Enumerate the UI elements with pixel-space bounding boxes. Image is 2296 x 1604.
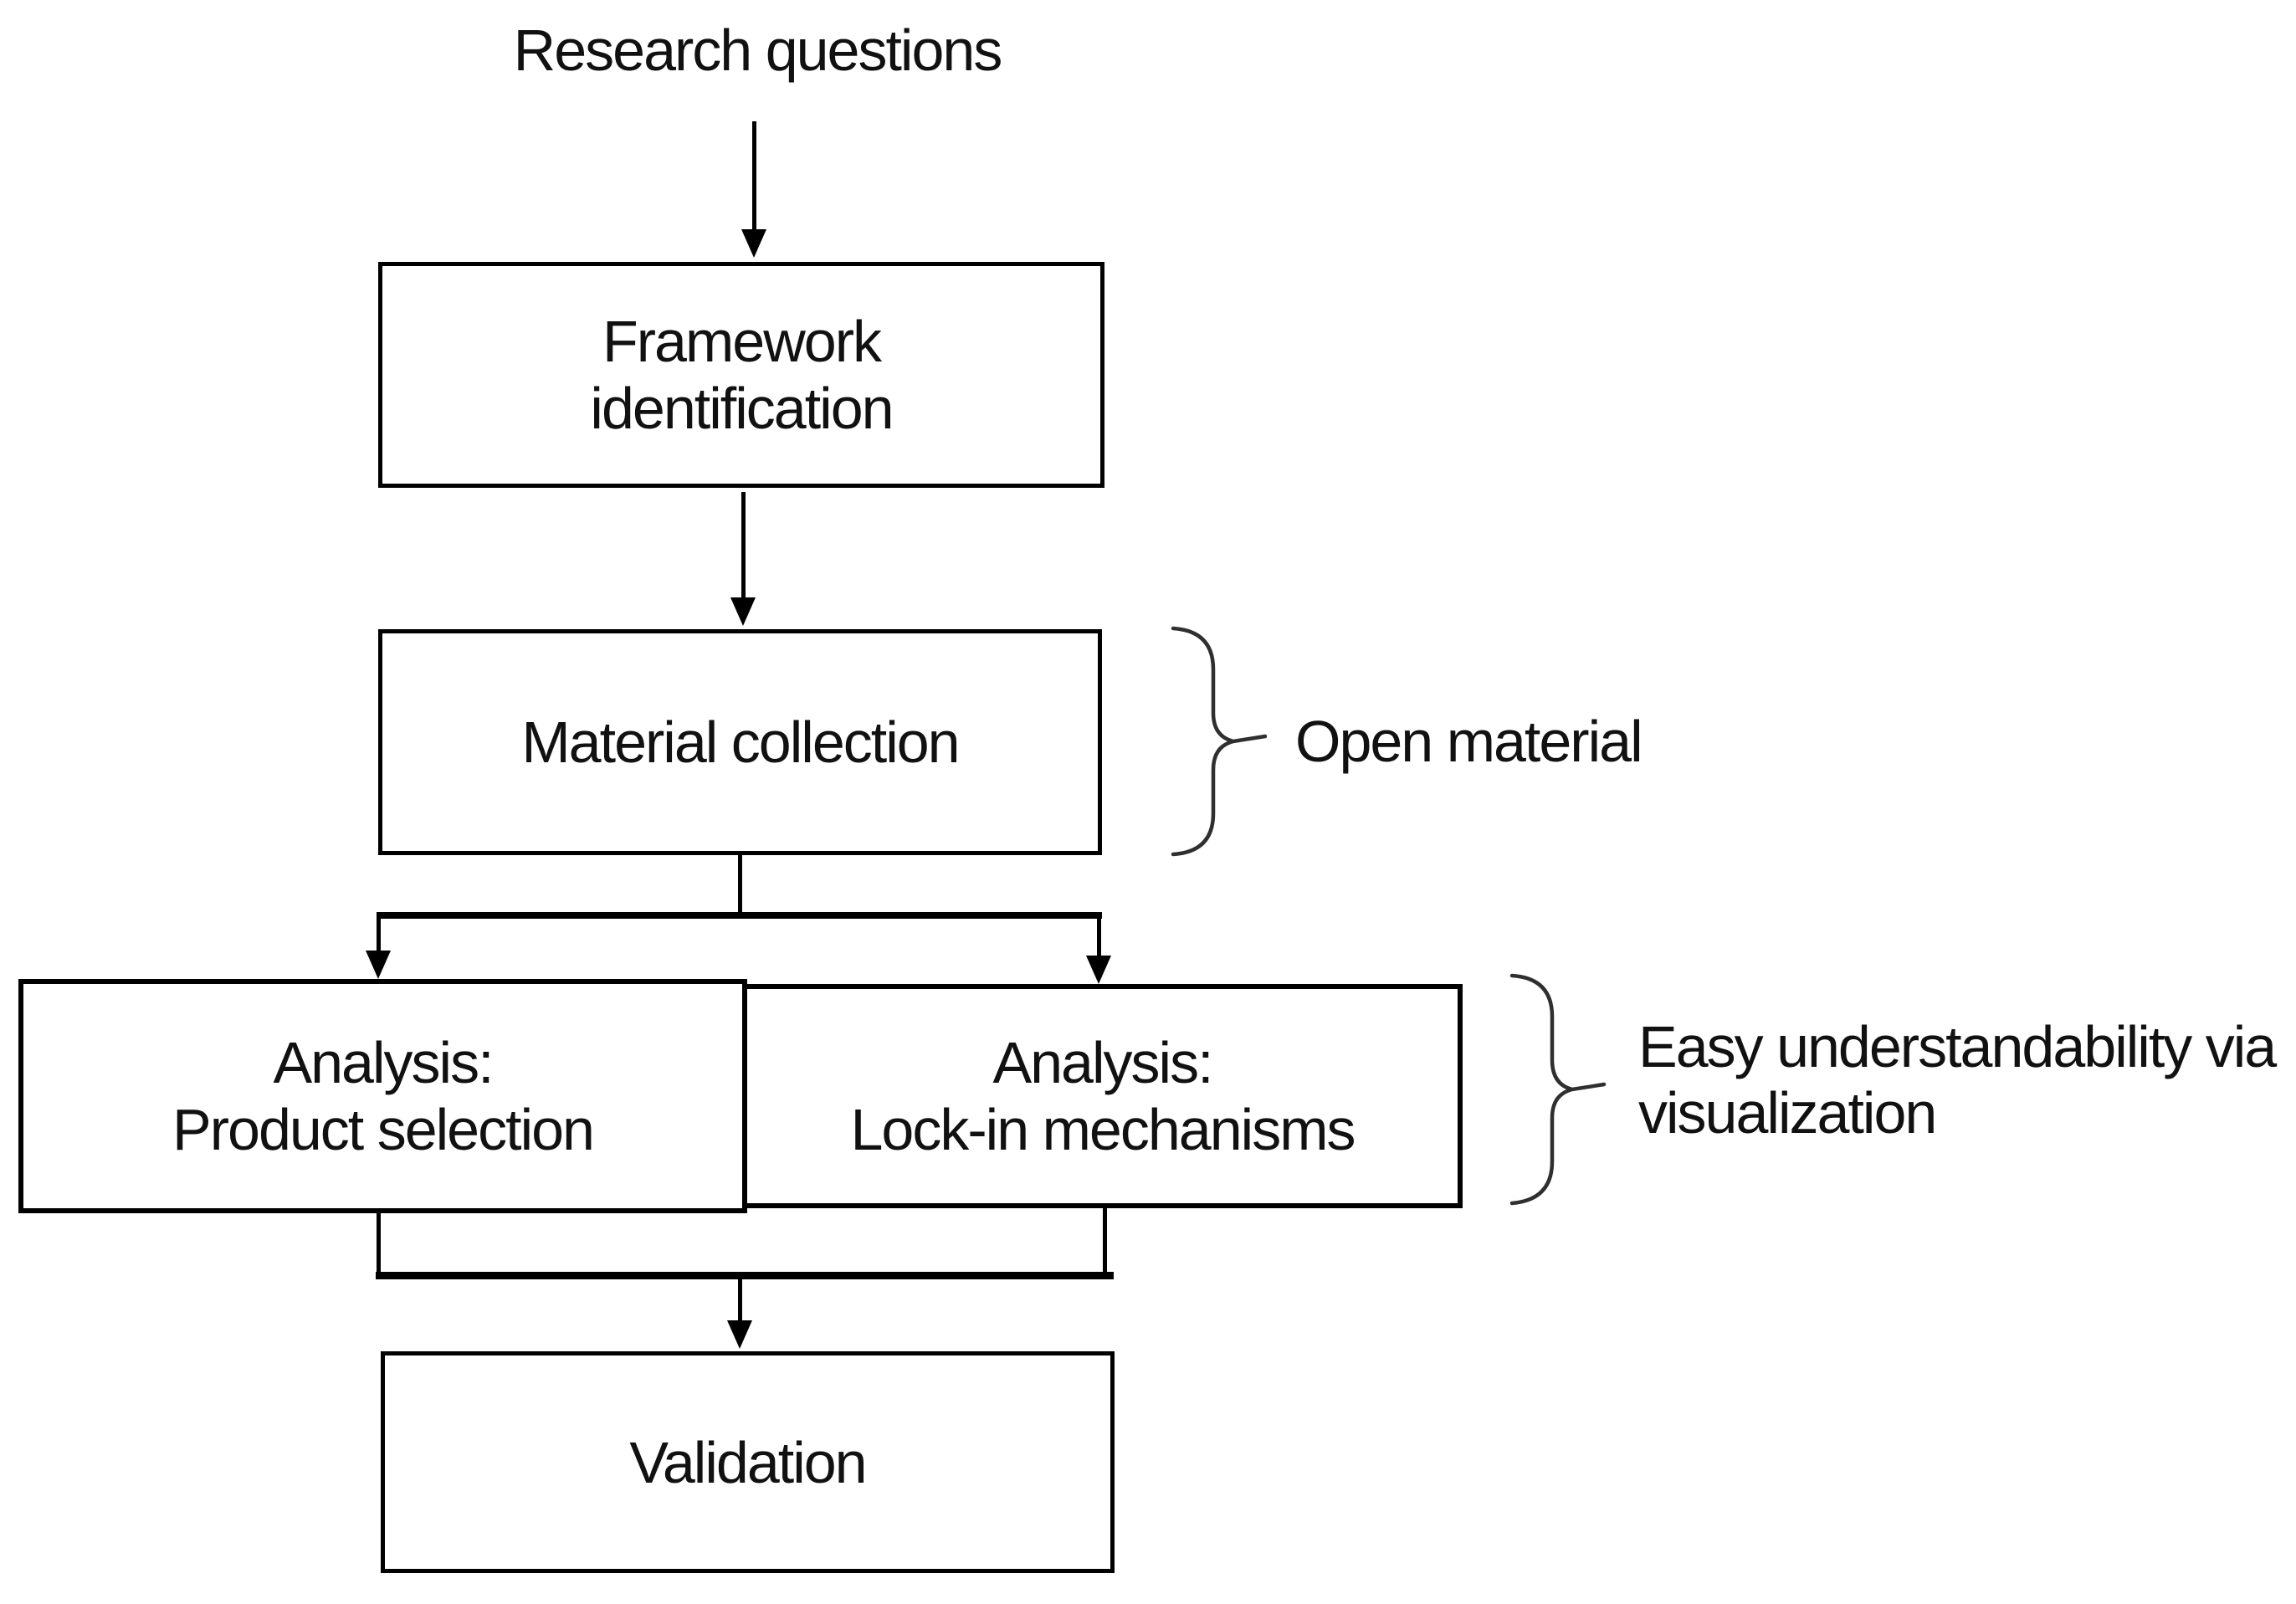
node-analysis-product-selection: Analysis: Product selection	[18, 979, 747, 1213]
annotation-easy-understandability-line1: Easy understandability via	[1638, 1014, 2277, 1079]
arrow-split-left-head	[366, 951, 391, 979]
node-framework-line1: Framework	[602, 309, 882, 374]
merge-connector-right-stem	[1103, 1208, 1107, 1277]
merge-connector-left-stem	[377, 1213, 381, 1277]
merge-connector-bar	[376, 1272, 1114, 1279]
arrow-split-right-head	[1086, 956, 1111, 984]
arrow-framework-to-material-stem	[741, 492, 746, 597]
node-analysis-right-line1: Analysis:	[992, 1030, 1213, 1095]
arrow-split-right-stem	[1097, 917, 1101, 957]
node-validation: Validation	[381, 1351, 1115, 1573]
node-analysis-left-line1: Analysis:	[273, 1030, 494, 1095]
node-validation-label: Validation	[629, 1429, 867, 1495]
annotation-easy-understandability-line2: visualization	[1638, 1080, 1937, 1145]
node-analysis-lock-in-mechanisms: Analysis: Lock-in mechanisms	[742, 984, 1463, 1208]
arrow-framework-to-material-head	[730, 597, 756, 626]
node-framework-line2: identification	[590, 376, 894, 441]
arrow-split-left-stem	[377, 917, 381, 952]
arrow-merge-to-validation-stem	[738, 1279, 742, 1321]
easy-understandability-brace	[1509, 973, 1607, 1206]
annotation-open-material: Open material	[1295, 709, 1643, 774]
open-material-brace	[1171, 626, 1268, 857]
annotation-easy-understandability: Easy understandability via visualization	[1638, 1014, 2277, 1146]
arrow-research-to-framework-head	[741, 229, 766, 258]
node-material-collection: Material collection	[378, 629, 1102, 855]
arrow-research-to-framework-stem	[752, 121, 756, 230]
arrow-merge-to-validation-head	[727, 1320, 752, 1349]
split-connector-stem	[738, 855, 742, 918]
node-analysis-left-line2: Product selection	[172, 1097, 595, 1162]
split-connector-bar	[377, 912, 1102, 919]
node-material-label: Material collection	[521, 710, 960, 775]
node-framework-identification: Framework identification	[378, 262, 1104, 488]
node-research-questions-label: Research questions	[513, 18, 1003, 83]
node-analysis-right-line2: Lock-in mechanisms	[850, 1097, 1356, 1162]
